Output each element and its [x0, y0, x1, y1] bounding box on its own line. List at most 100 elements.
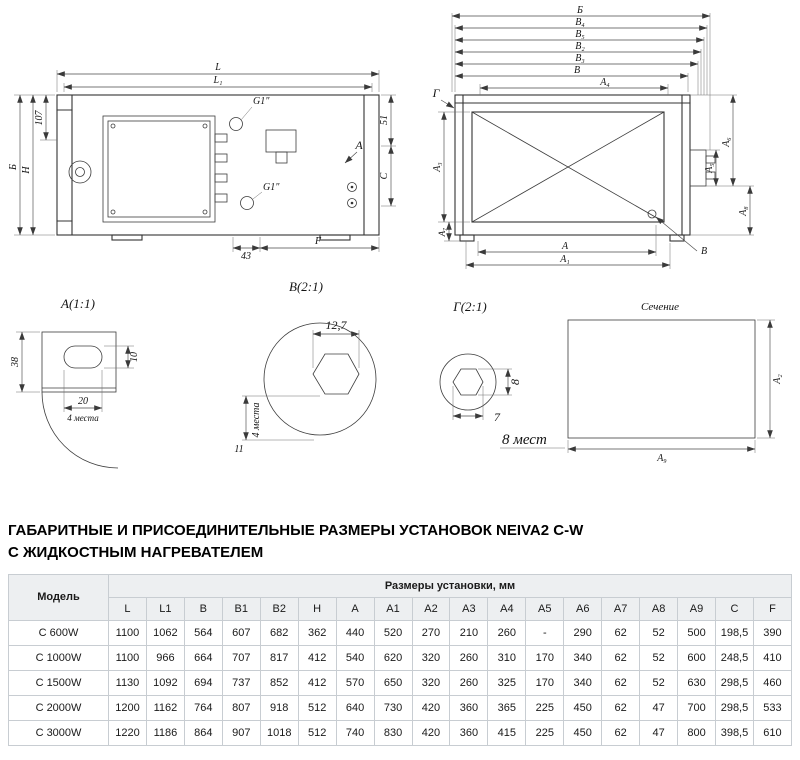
column-header-B2: B2 — [259, 596, 299, 621]
dim-label-C: C — [379, 172, 390, 179]
dimension-value-cell: 564 — [183, 619, 223, 646]
dim-label-L: L — [214, 62, 221, 73]
label-g1-bottom: G1" — [263, 182, 280, 193]
detail-b-title: В(2:1) — [289, 279, 323, 294]
detail-g-drawing: Г(2:1) 8 7 8 мест — [439, 299, 565, 449]
dim-label-A8: A₈ — [738, 206, 749, 217]
dim-label-A2: A₂ — [772, 374, 783, 385]
detail-marker-G: Г — [432, 86, 441, 100]
side-view-drawing: Б B₄ B₅ B₂ B₃ B A₄ Г A₃ A₇ A₅ A₆ A₈ A A₁… — [432, 5, 754, 269]
dimension-value-cell: 360 — [449, 694, 489, 721]
side-view-outline — [454, 94, 691, 242]
front-view-outline — [56, 94, 380, 241]
note-8-places: 8 мест — [502, 432, 547, 448]
dimension-value-cell: 310 — [487, 644, 527, 671]
model-cell: С 1000W — [8, 644, 109, 671]
column-header-B1: B1 — [221, 596, 261, 621]
dimension-value-cell: 640 — [335, 694, 375, 721]
column-header-A1: A1 — [373, 596, 413, 621]
dim-label-43: 43 — [241, 251, 251, 262]
dimension-value-cell: 610 — [752, 719, 793, 746]
column-header-A6: A6 — [563, 596, 603, 621]
dimension-value-cell: 47 — [639, 694, 679, 721]
detail-b-drawing: В(2:1) 12,7 11 4 места — [234, 279, 377, 455]
dim-label-L1: L₁ — [212, 75, 222, 86]
side-connector-box — [689, 149, 707, 187]
dim-label-8: 8 — [508, 379, 522, 385]
dim-label-A5: A₅ — [704, 163, 715, 174]
dimension-value-cell: 47 — [639, 719, 679, 746]
dimension-value-cell: 62 — [601, 619, 641, 646]
dimension-value-cell: 62 — [601, 644, 641, 671]
dim-label-B5: B₅ — [575, 29, 585, 40]
dimension-value-cell: 260 — [449, 644, 489, 671]
dimension-value-cell: 730 — [373, 694, 413, 721]
dimension-value-cell: 918 — [259, 694, 299, 721]
column-header-L: L — [108, 596, 147, 621]
dimension-value-cell: 700 — [677, 694, 716, 721]
dimension-value-cell: 170 — [525, 669, 565, 696]
detail-a-drawing: А(1:1) — [10, 296, 140, 469]
dimension-value-cell: 664 — [183, 644, 223, 671]
title-line-1: ГАБАРИТНЫЕ И ПРИСОЕДИНИТЕЛЬНЫЕ РАЗМЕРЫ У… — [8, 522, 584, 539]
dimension-value-cell: 340 — [563, 644, 603, 671]
dimension-value-cell: 607 — [221, 619, 261, 646]
dimension-value-cell: 325 — [487, 669, 527, 696]
dim-label-A7: A₇ — [437, 228, 447, 238]
dim-label-F: F — [314, 236, 322, 247]
label-g1-top: G1" — [253, 96, 270, 107]
section-drawing: Сечение A₂ A₉ — [567, 301, 783, 464]
dimension-value-cell: 420 — [411, 694, 451, 721]
dim-label-A9: A₉ — [656, 453, 667, 464]
column-header-A: A — [335, 596, 375, 621]
dimension-value-cell: 450 — [563, 694, 603, 721]
dimension-value-cell: 225 — [525, 694, 565, 721]
dimension-value-cell: 570 — [335, 669, 375, 696]
leader-label-B: B — [701, 246, 707, 257]
dim-label-B-cyr: Б — [8, 164, 19, 171]
junction-box — [102, 115, 228, 223]
side-dimension-lines: Б B₄ B₅ B₂ B₃ B A₄ Г A₃ A₇ A₅ A₆ A₈ A A₁… — [432, 5, 754, 269]
dimension-value-cell: 248,5 — [715, 644, 754, 671]
dim-label-B2: B₂ — [575, 41, 585, 52]
column-header-A2: A2 — [411, 596, 451, 621]
dim-label-B3: B₃ — [575, 53, 585, 64]
front-dimension-lines: L L₁ 107 Б H 51 C G1" G1" A 43 F — [8, 62, 396, 262]
dimension-value-cell: 298,5 — [715, 669, 754, 696]
dimension-value-cell: 290 — [563, 619, 603, 646]
dim-label-11: 11 — [234, 444, 243, 455]
hex-socket-b — [312, 353, 360, 395]
dimension-value-cell: 210 — [449, 619, 489, 646]
dimension-value-cell: - — [525, 619, 565, 646]
document-title: ГАБАРИТНЫЕ И ПРИСОЕДИНИТЕЛЬНЫЕ РАЗМЕРЫ У… — [8, 520, 788, 564]
note-4-places-a: 4 места — [67, 413, 99, 423]
dimension-value-cell: 362 — [297, 619, 337, 646]
g1-port-bottom — [240, 196, 254, 210]
dimension-value-cell: 740 — [335, 719, 375, 746]
dimension-value-cell: 512 — [297, 694, 337, 721]
front-view-drawing: L L₁ 107 Б H 51 C G1" G1" A 43 F — [8, 62, 396, 262]
dim-label-B-cyr-side: Б — [576, 5, 583, 16]
column-header-A7: A7 — [601, 596, 641, 621]
dimension-value-cell: 800 — [677, 719, 716, 746]
dimension-value-cell: 1130 — [108, 669, 147, 696]
dimension-value-cell: 170 — [525, 644, 565, 671]
dimension-value-cell: 62 — [601, 669, 641, 696]
dimension-value-cell: 1220 — [108, 719, 147, 746]
dimension-value-cell: 817 — [259, 644, 299, 671]
column-header-F: F — [752, 596, 793, 621]
dimension-value-cell: 1092 — [145, 669, 185, 696]
dimension-value-cell: 260 — [449, 669, 489, 696]
dimension-value-cell: 62 — [601, 719, 641, 746]
model-cell: С 1500W — [8, 669, 109, 696]
column-header-L1: L1 — [145, 596, 185, 621]
dimension-value-cell: 764 — [183, 694, 223, 721]
dimension-value-cell: 52 — [639, 619, 679, 646]
dimension-value-cell: 650 — [373, 669, 413, 696]
dimension-value-cell: 460 — [752, 669, 793, 696]
detail-a-dimensions: 38 10 20 4 места — [10, 331, 140, 423]
detail-g-title: Г(2:1) — [452, 299, 486, 314]
